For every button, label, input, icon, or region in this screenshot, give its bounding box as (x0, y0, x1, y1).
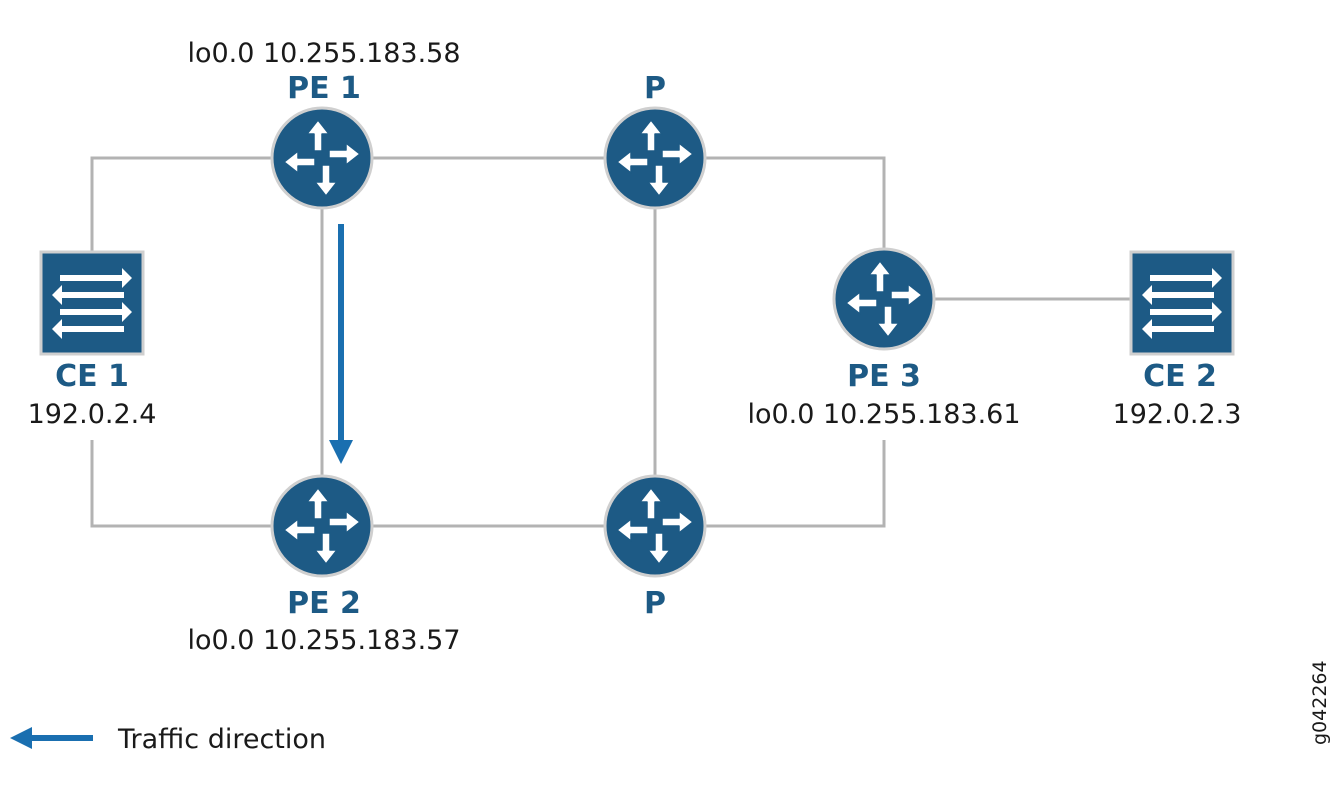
p-top-name-label: P (644, 71, 666, 106)
link-ce1-pe2 (90, 440, 300, 528)
links (90, 156, 1140, 528)
ce2-name-label: CE 2 (1143, 359, 1217, 394)
pe1-name-label: PE 1 (287, 71, 361, 106)
switch-ce2[interactable] (1129, 250, 1235, 356)
pe3-address-label: lo0.0 10.255.183.61 (747, 399, 1020, 430)
legend: Traffic direction (10, 724, 326, 755)
router-p-top[interactable] (603, 106, 707, 210)
p-bottom-name-label: P (644, 586, 666, 621)
router-p-bottom[interactable] (603, 474, 707, 578)
ce1-name-label: CE 1 (55, 359, 129, 394)
pe2-address-label: lo0.0 10.255.183.57 (187, 625, 460, 656)
pe3-name-label: PE 3 (847, 359, 921, 394)
link-p-bottom-pe3 (680, 440, 886, 528)
router-pe3[interactable] (832, 247, 936, 351)
legend-label: Traffic direction (117, 724, 326, 755)
link-ce1-pe1 (90, 156, 300, 252)
ce1-address-label: 192.0.2.4 (28, 399, 157, 430)
traffic-direction-arrow (329, 224, 353, 464)
router-pe2[interactable] (270, 474, 374, 578)
figure-id: g042264 (1309, 660, 1331, 745)
router-pe1[interactable] (270, 106, 374, 210)
pe1-address-label: lo0.0 10.255.183.58 (187, 38, 460, 69)
legend-arrow-icon (10, 727, 93, 749)
switch-ce1[interactable] (39, 250, 145, 356)
ce2-address-label: 192.0.2.3 (1113, 399, 1242, 430)
pe2-name-label: PE 2 (287, 586, 361, 621)
link-p-top-pe3 (680, 156, 886, 262)
